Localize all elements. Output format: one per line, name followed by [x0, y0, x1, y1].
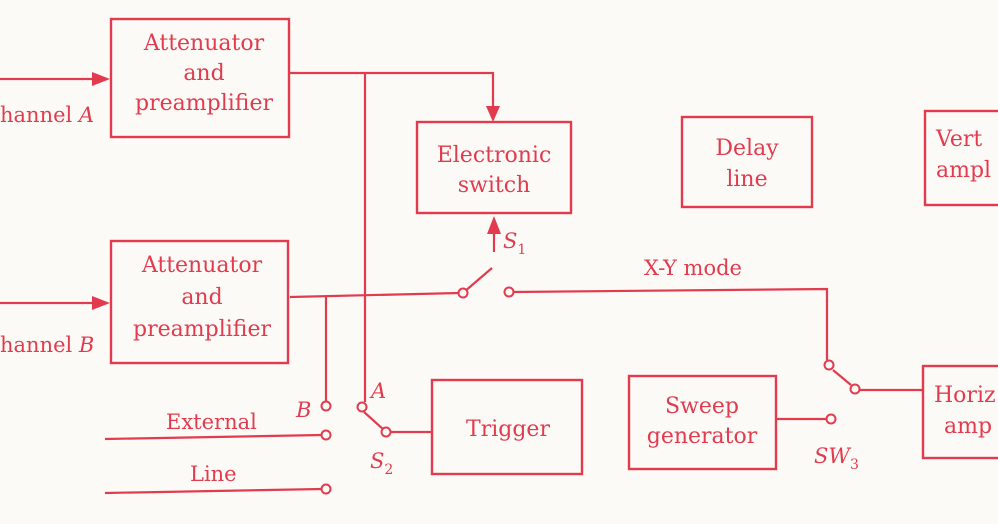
sw3-terminal-sweep	[825, 413, 837, 425]
atten-a-line-2: and	[183, 61, 224, 86]
sweep-line-1: Sweep	[665, 394, 739, 419]
s2-label-letter: S	[370, 449, 384, 473]
s2-position-b-label: B	[295, 398, 311, 422]
s1-label-letter: S	[503, 229, 517, 253]
delay-line-box	[680, 115, 814, 209]
external-label: External	[166, 410, 257, 434]
channel-b-label-letter: B	[78, 333, 94, 357]
horizontal-amp-block: Horiz amp	[921, 364, 998, 460]
channel-a-label-text: hannel	[0, 103, 79, 127]
external-input-wire	[104, 433, 323, 441]
signal-wires	[0, 71, 923, 495]
s2-terminal-external	[320, 429, 332, 441]
xy-mode-label: X-Y mode	[644, 256, 742, 280]
sw3-label-sub: 3	[850, 457, 859, 473]
atten-a-box	[109, 17, 291, 139]
electronic-switch-box	[415, 120, 573, 215]
s2-switch-blade	[363, 411, 385, 431]
delay-line-line-1: Delay	[715, 136, 779, 161]
channel-b-label-text: hannel	[0, 333, 79, 357]
atten-b-line-3: preamplifier	[133, 317, 271, 342]
vertical-amp-line-1: Vert	[935, 127, 982, 152]
s1-xy-terminal	[503, 286, 515, 298]
sweep-generator-box	[627, 374, 778, 471]
channel-b-label: hannel B	[0, 333, 94, 357]
channel-a-arrow-icon	[92, 72, 110, 86]
s1-label-sub: 1	[517, 242, 526, 258]
line-input-wire	[104, 487, 323, 495]
s2-label-sub: 2	[384, 462, 393, 478]
arrowheads	[92, 72, 501, 310]
s2-terminal-a	[356, 401, 368, 413]
horizontal-amp-line-2: amp	[944, 414, 992, 439]
delay-line-block: Delay line	[680, 115, 814, 209]
electronic-switch-line-2: switch	[458, 173, 531, 198]
switch-input-arrow-icon	[486, 106, 500, 122]
sw3-label: SW3	[814, 444, 859, 473]
s2-terminal-b	[320, 400, 332, 412]
s1-control-arrow-icon	[487, 216, 501, 234]
trigger-block: Trigger	[430, 378, 584, 476]
sweep-line-2: generator	[647, 424, 758, 449]
sw3-switch-blade	[832, 369, 852, 386]
xy-mode-wire	[512, 287, 829, 360]
horizontal-amp-line-1: Horiz	[934, 383, 996, 408]
sw3-pole-terminal	[849, 383, 861, 395]
s2-label: S2	[370, 449, 393, 478]
atten-a-block: Attenuator and preamplifier	[109, 17, 291, 139]
delay-line-line-2: line	[726, 167, 767, 192]
s1-switch-blade	[463, 267, 493, 293]
sweep-generator-block: Sweep generator	[627, 374, 778, 471]
atten-a-to-switch-wire	[290, 71, 495, 108]
s2-terminal-line	[320, 483, 332, 495]
electronic-switch-block: Electronic switch	[415, 120, 573, 215]
atten-a-line-1: Attenuator	[143, 31, 265, 56]
atten-b-line-2: and	[181, 285, 222, 310]
s1-pole-terminal	[457, 287, 469, 299]
atten-b-box	[109, 239, 290, 365]
s2-position-a-label: A	[369, 379, 386, 403]
vertical-amp-line-2: ampl	[936, 158, 991, 183]
horizontal-amp-box	[921, 364, 998, 460]
s1-label: S1	[503, 229, 526, 258]
channel-a-label: hannel A	[0, 103, 94, 127]
vertical-amp-block: Vert ampl	[923, 109, 998, 207]
atten-a-line-3: preamplifier	[135, 91, 273, 116]
atten-b-to-s1-wire	[289, 291, 460, 299]
sw3-terminal-xy	[823, 359, 835, 371]
line-label: Line	[190, 462, 237, 486]
vertical-amp-box	[923, 109, 998, 207]
atten-b-block: Attenuator and preamplifier	[109, 239, 290, 365]
atten-b-line-1: Attenuator	[141, 253, 263, 278]
trigger-label: Trigger	[466, 417, 550, 442]
electronic-switch-line-1: Electronic	[437, 143, 552, 168]
trigger-box	[430, 378, 584, 476]
channel-a-label-letter: A	[77, 103, 94, 127]
channel-b-arrow-icon	[92, 296, 110, 310]
s2-pole-terminal	[380, 426, 392, 438]
switch-terminals	[320, 286, 861, 495]
sw3-label-letter: SW	[814, 444, 852, 468]
